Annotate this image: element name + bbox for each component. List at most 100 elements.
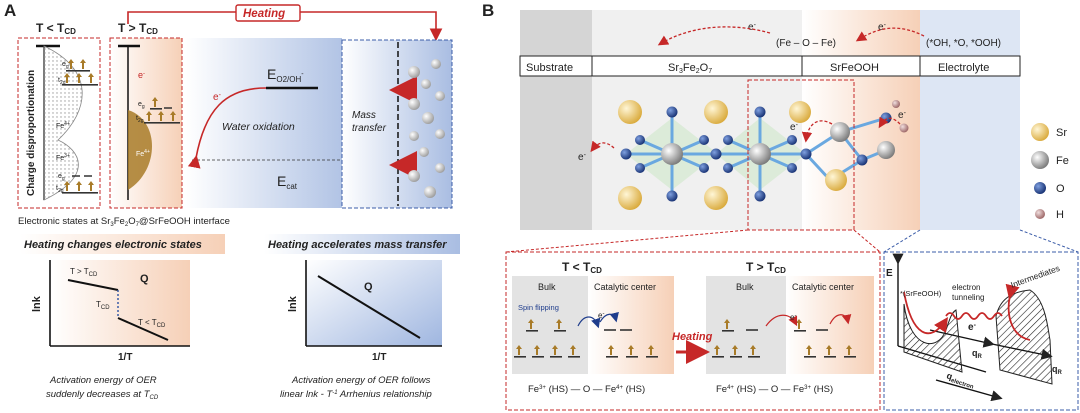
legend-h-icon (1035, 209, 1045, 219)
srfeooh-point-label: *(SrFeOOH) (900, 289, 942, 298)
plot-right-bg (306, 260, 442, 346)
e-minus-tunnel: e- (968, 322, 977, 333)
bar-substrate: Substrate (526, 62, 573, 74)
mass-transfer-arrows (389, 76, 417, 179)
caption-right-1: Activation energy of OER follows (291, 375, 431, 386)
legend-fe-icon (1031, 151, 1049, 169)
bar-srfeooh: SrFeOOH (830, 62, 879, 74)
qr-mid-label: qR (972, 348, 983, 360)
eg-high-label: eg (138, 101, 145, 110)
heating-badge (235, 4, 301, 22)
legend-o: O (1056, 183, 1065, 195)
legend-o-icon (1034, 182, 1046, 194)
legend-fe: Fe (1056, 155, 1069, 167)
plot-left-low-line (117, 317, 169, 341)
molecule-balls (408, 59, 445, 198)
legend-sr: Sr (1056, 127, 1067, 139)
catalytic-zoom-box (747, 79, 855, 231)
dos-peak-high (128, 110, 152, 190)
plot-left-bg (50, 260, 190, 346)
fe-state-low: Fe3+ (HS) — O — Fe4+ (HS) (528, 384, 645, 395)
orbitals-low (514, 311, 658, 358)
t-low-title: T < TCD (36, 21, 76, 36)
lnk-right: lnk (287, 295, 299, 312)
t2g-low-label: t2g (58, 77, 66, 86)
e-minus-curve: e- (213, 92, 222, 103)
caption-right-2: linear lnk - T-1 Arrhenius relationship (280, 389, 432, 400)
panel-a-label: A (4, 1, 16, 20)
water-oxidation-curve (187, 87, 267, 169)
substrate-band (520, 10, 592, 230)
inv-t-left: 1/T (118, 352, 132, 363)
heating-label: Heating (243, 8, 285, 20)
layer-bar (519, 55, 1021, 77)
spin-t-low-title: T < TCD (562, 260, 602, 275)
heating-changes-title: Heating changes electronic states (24, 239, 202, 251)
heating-changes-bg (20, 234, 225, 254)
interface-caption: Electronic states at Sr3Fe2O7@SrFeOOH in… (18, 216, 230, 228)
spin-t-high-title: T > TCD (746, 260, 786, 275)
bulk-high-label: Bulk (736, 282, 754, 292)
t-high-title: T > TCD (118, 21, 158, 36)
mass-transfer-label-1: Mass (352, 110, 376, 121)
bulk-low-bg (512, 276, 588, 374)
caption-left-1: Activation energy of OER (49, 375, 157, 386)
plot-left-high-line (67, 279, 119, 291)
e-o2-label: EO2/OH- (267, 66, 304, 84)
plot-right-line (317, 275, 421, 339)
legend-sr-icon (1031, 123, 1049, 141)
intermediates-top-label: (*OH, *O, *OOH) (926, 38, 1001, 49)
fe3-low-label: Fe4+ (56, 121, 70, 130)
panel-b-label: B (482, 1, 494, 20)
orbitals-high (712, 313, 856, 358)
cat-high-bg (786, 276, 874, 374)
e-minus-top-1: e- (748, 22, 757, 33)
t2g-low2-label: t2g (56, 185, 64, 194)
crystal-structure (618, 100, 909, 210)
e-minus-high: e- (138, 70, 145, 80)
legend-h: H (1056, 209, 1064, 221)
cat-low-bg (588, 276, 674, 374)
spin-flipping-label: Spin flipping (518, 303, 559, 312)
e-axis-label: E (886, 268, 893, 279)
srfeooh-band (802, 10, 920, 230)
e-minus-top-2: e- (878, 22, 887, 33)
bar-sr3fe2o7: Sr3Fe2O7 (668, 62, 712, 75)
caption-left-2: suddenly decreases at TCD (46, 389, 159, 401)
heating-accelerates-bg (264, 234, 460, 254)
fe4-high-label: Fe4+ (136, 149, 150, 158)
e-minus-spin-high: e- (790, 313, 796, 322)
t2g-high-label: t2g (136, 115, 144, 124)
lnk-left: lnk (31, 295, 43, 312)
atom-legend (1031, 123, 1049, 219)
heating-accelerates-title: Heating accelerates mass transfer (268, 239, 447, 251)
fe-o-fe-label: (Fe – O – Fe) (776, 38, 836, 49)
energy-surface (892, 253, 1053, 402)
electron-tunneling-2: tunneling (952, 293, 984, 302)
water-oxidation-bg (186, 38, 342, 208)
eg-low-label: eg (62, 61, 69, 70)
plot-left-q: Q (140, 273, 149, 285)
plot-left-low-label: T < TCD (138, 318, 166, 329)
electrolyte-band (920, 10, 1020, 230)
cat-high-label: Catalytic center (792, 282, 854, 292)
plot-left-high-label: T > TCD (70, 267, 98, 278)
fe4-low-label: Fe3+ (56, 153, 70, 162)
cat-low-label: Catalytic center (594, 282, 656, 292)
eg-low2-label: eg (58, 173, 65, 182)
plot-left-tcd: TCD (96, 300, 110, 311)
e-cat-label: Ecat (277, 173, 298, 191)
fe-state-high: Fe4+ (HS) — O — Fe3+ (HS) (716, 384, 833, 395)
heating-transition-label: Heating (672, 331, 713, 343)
bulk-low-label: Bulk (538, 282, 556, 292)
inv-t-right: 1/T (372, 352, 386, 363)
plot-right-q: Q (364, 281, 373, 293)
qr-right-label: qR (1052, 364, 1063, 376)
e-minus-spin-low: e- (598, 311, 604, 320)
e-minus-center: e- (790, 122, 799, 133)
electron-tunneling-1: electron (952, 283, 980, 292)
mass-transfer-label-2: transfer (352, 123, 387, 134)
bar-electrolyte: Electrolyte (938, 62, 989, 74)
e-minus-right: e- (898, 110, 907, 121)
